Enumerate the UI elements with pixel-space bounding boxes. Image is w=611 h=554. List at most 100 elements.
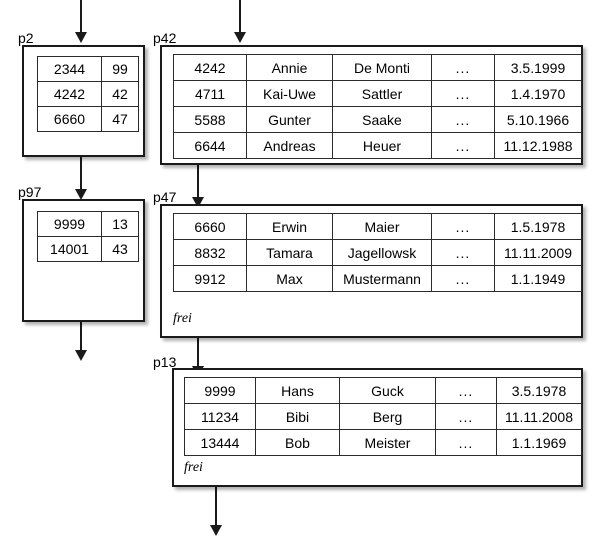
free-space-label-p47: frei xyxy=(173,311,192,326)
cell-key: 14001 xyxy=(37,236,102,262)
cell-id: 8832 xyxy=(173,239,247,266)
arrow-head xyxy=(75,32,87,43)
cell-weitere: ... xyxy=(431,265,495,292)
arrow-shaft xyxy=(197,338,199,370)
cell-datum: 1.5.1978 xyxy=(494,213,582,240)
page-label-p47: p47 xyxy=(153,189,177,205)
cell-nachname: Saake xyxy=(332,106,432,133)
table-row[interactable]: 2344 99 xyxy=(37,56,139,82)
cell-id: 4242 xyxy=(173,54,247,81)
arrow-head xyxy=(192,197,204,208)
cell-vorname: Andreas xyxy=(246,132,333,159)
cell-datum: 1.4.1970 xyxy=(494,80,582,107)
arrow-shaft xyxy=(197,165,199,201)
cell-datum: 3.5.1999 xyxy=(494,54,582,81)
table-row[interactable]: 4242 Annie De Monti ... 3.5.1999 xyxy=(173,54,582,81)
cell-weitere: ... xyxy=(431,54,495,81)
cell-id: 6644 xyxy=(173,132,247,159)
cell-datum: 1.1.1949 xyxy=(494,265,582,292)
cell-datum: 3.5.1978 xyxy=(496,377,582,404)
page-label-p97: p97 xyxy=(18,184,42,200)
cell-nachname: Berg xyxy=(339,403,436,430)
cell-vorname: Bibi xyxy=(255,403,340,430)
record-table-p97: 9999 13 14001 43 xyxy=(37,211,139,262)
cell-weitere: ... xyxy=(435,429,497,456)
table-row[interactable]: 13444 Bob Meister ... 1.1.1969 xyxy=(184,429,582,456)
arrow-shaft xyxy=(80,157,82,193)
record-table-p42: 4242 Annie De Monti ... 3.5.1999 4711 Ka… xyxy=(173,54,582,159)
arrow-shaft xyxy=(239,0,241,36)
cell-pointer: 43 xyxy=(101,236,139,262)
cell-pointer: 42 xyxy=(101,81,139,107)
cell-id: 9912 xyxy=(173,265,247,292)
cell-id: 5588 xyxy=(173,106,247,133)
cell-weitere: ... xyxy=(431,239,495,266)
table-row[interactable]: 6660 Erwin Maier ... 1.5.1978 xyxy=(173,213,582,240)
arrow-shaft xyxy=(80,0,82,36)
cell-weitere: ... xyxy=(435,403,497,430)
page-label-p13: p13 xyxy=(153,354,177,370)
cell-key: 4242 xyxy=(37,81,102,107)
cell-weitere: ... xyxy=(431,132,495,159)
cell-nachname: De Monti xyxy=(332,54,432,81)
cell-key: 9999 xyxy=(37,211,102,237)
cell-weitere: ... xyxy=(431,80,495,107)
record-table-p2: 2344 99 4242 42 6660 47 xyxy=(37,56,139,132)
cell-datum: 11.11.2009 xyxy=(494,239,582,266)
cell-id: 6660 xyxy=(173,213,247,240)
table-row[interactable]: 4242 42 xyxy=(37,81,139,107)
cell-datum: 1.1.1969 xyxy=(496,429,582,456)
cell-id: 13444 xyxy=(184,429,256,456)
cell-weitere: ... xyxy=(431,213,495,240)
cell-pointer: 47 xyxy=(101,106,139,132)
arrow-head xyxy=(75,189,87,200)
page-label-p2: p2 xyxy=(18,30,34,46)
cell-id: 11234 xyxy=(184,403,256,430)
cell-weitere: ... xyxy=(435,377,497,404)
cell-nachname: Heuer xyxy=(332,132,432,159)
arrow-head xyxy=(75,350,87,361)
cell-vorname: Erwin xyxy=(246,213,333,240)
cell-nachname: Mustermann xyxy=(332,265,432,292)
table-row[interactable]: 9999 Hans Guck ... 3.5.1978 xyxy=(184,377,582,404)
cell-vorname: Kai-Uwe xyxy=(246,80,333,107)
cell-nachname: Sattler xyxy=(332,80,432,107)
page-label-p42: p42 xyxy=(153,30,177,46)
cell-vorname: Bob xyxy=(255,429,340,456)
cell-nachname: Maier xyxy=(332,213,432,240)
cell-datum: 11.12.1988 xyxy=(494,132,582,159)
cell-vorname: Gunter xyxy=(246,106,333,133)
table-row[interactable]: 5588 Gunter Saake ... 5.10.1966 xyxy=(173,106,582,133)
table-row[interactable]: 6644 Andreas Heuer ... 11.12.1988 xyxy=(173,132,582,159)
cell-pointer: 13 xyxy=(101,211,139,237)
cell-id: 4711 xyxy=(173,80,247,107)
cell-datum: 5.10.1966 xyxy=(494,106,582,133)
table-row[interactable]: 8832 Tamara Jagellowsk ... 11.11.2009 xyxy=(173,239,582,266)
table-row[interactable]: 14001 43 xyxy=(37,236,139,262)
arrow-head xyxy=(234,32,246,43)
arrow-head xyxy=(210,525,222,536)
cell-weitere: ... xyxy=(431,106,495,133)
record-table-p13: 9999 Hans Guck ... 3.5.1978 11234 Bibi B… xyxy=(184,377,582,456)
table-row[interactable]: 9912 Max Mustermann ... 1.1.1949 xyxy=(173,265,582,292)
table-row[interactable]: 11234 Bibi Berg ... 11.11.2008 xyxy=(184,403,582,430)
cell-datum: 11.11.2008 xyxy=(496,403,582,430)
table-row[interactable]: 6660 47 xyxy=(37,106,139,132)
arrow-shaft xyxy=(215,487,217,529)
cell-vorname: Annie xyxy=(246,54,333,81)
cell-key: 2344 xyxy=(37,56,102,82)
cell-nachname: Jagellowsk xyxy=(332,239,432,266)
cell-nachname: Guck xyxy=(339,377,436,404)
arrow-shaft xyxy=(80,322,82,354)
cell-id: 9999 xyxy=(184,377,256,404)
cell-key: 6660 xyxy=(37,106,102,132)
record-table-p47: 6660 Erwin Maier ... 1.5.1978 8832 Tamar… xyxy=(173,213,582,292)
cell-vorname: Hans xyxy=(255,377,340,404)
table-row[interactable]: 9999 13 xyxy=(37,211,139,237)
cell-vorname: Tamara xyxy=(246,239,333,266)
table-row[interactable]: 4711 Kai-Uwe Sattler ... 1.4.1970 xyxy=(173,80,582,107)
cell-nachname: Meister xyxy=(339,429,436,456)
cell-vorname: Max xyxy=(246,265,333,292)
cell-pointer: 99 xyxy=(101,56,139,82)
